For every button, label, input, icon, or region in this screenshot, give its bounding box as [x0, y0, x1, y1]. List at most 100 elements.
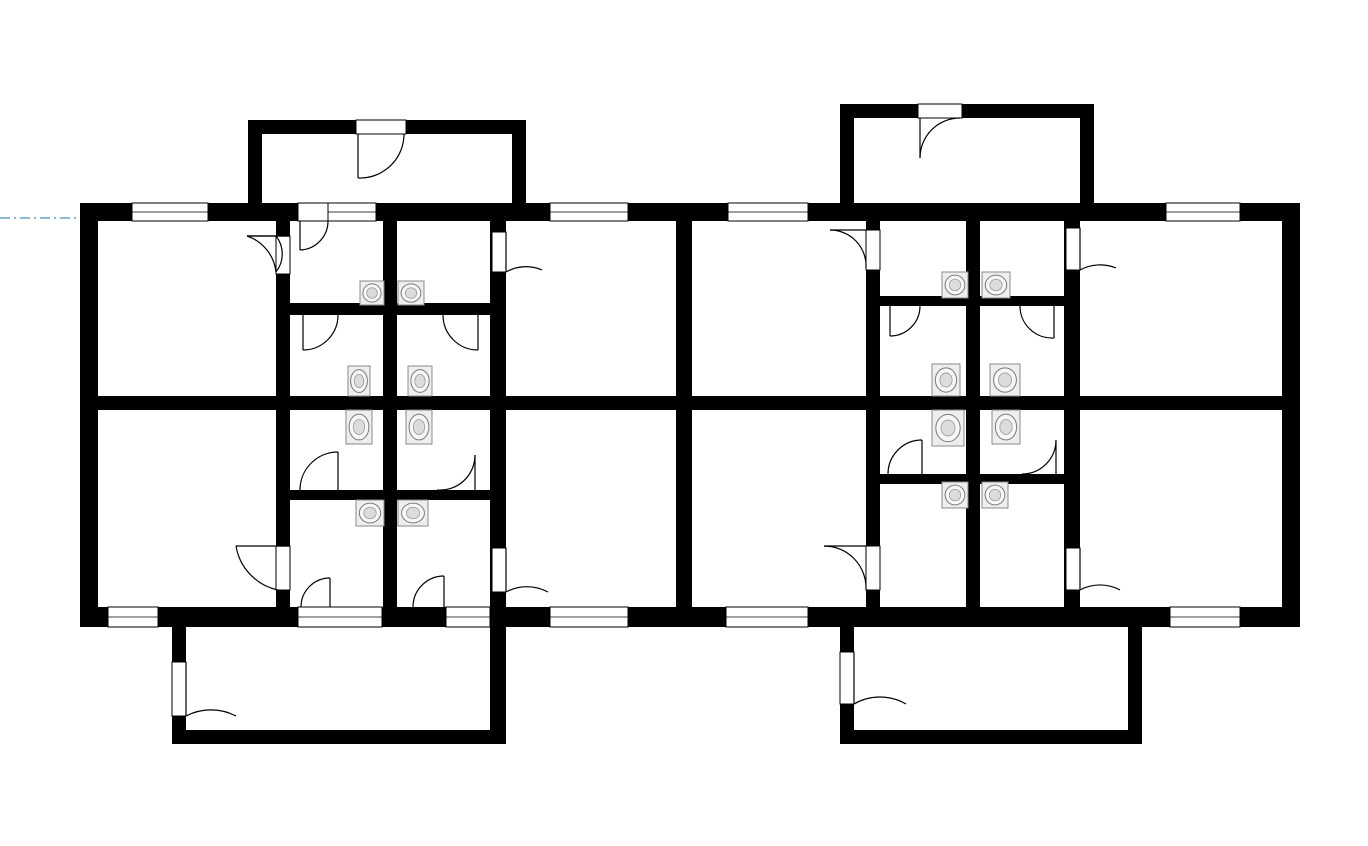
door-opening — [297, 202, 329, 222]
wall-segment — [840, 730, 1142, 744]
door-arc — [412, 575, 445, 608]
toilet-icon — [405, 409, 433, 445]
toilet-seat — [414, 373, 426, 388]
toilet-seat — [948, 488, 962, 502]
door-swing-icon — [1065, 227, 1117, 271]
door-arc — [357, 133, 405, 179]
door-swing-icon — [275, 545, 291, 591]
door-opening — [1065, 227, 1081, 271]
wall-segment — [172, 730, 506, 744]
door-arc — [505, 586, 549, 593]
door-arc — [889, 305, 921, 337]
toilet-icon — [981, 481, 1009, 509]
door-arc — [853, 696, 907, 705]
toilet-seat — [353, 373, 365, 388]
wall-segment — [1080, 104, 1094, 220]
door-swing-icon — [889, 305, 921, 337]
door-swing-icon — [246, 235, 290, 273]
wall-segment — [676, 203, 692, 627]
door-swing-icon — [171, 661, 237, 717]
door-opening — [275, 545, 291, 591]
toilet-seat — [404, 287, 418, 299]
toilet-icon — [345, 409, 373, 445]
door-swing-icon — [917, 103, 963, 159]
door-swing-icon — [297, 202, 329, 251]
wall-segment — [840, 104, 1094, 118]
door-arc — [829, 229, 867, 269]
door-swing-icon — [491, 547, 549, 593]
toilet-icon — [359, 280, 385, 306]
door-opening — [355, 119, 407, 135]
wall-segment — [490, 620, 506, 744]
toilet-icon — [941, 481, 969, 509]
door-swing-icon — [302, 314, 339, 351]
toilet-icon — [931, 363, 961, 397]
door-arc — [299, 220, 329, 251]
wall-segment — [880, 296, 1064, 306]
door-arc — [246, 235, 277, 273]
fixtures — [345, 271, 1021, 527]
door-opening — [865, 545, 881, 591]
door-arc — [185, 709, 237, 717]
door-arc — [300, 577, 331, 608]
toilet-icon — [981, 271, 1011, 299]
door-arc — [823, 545, 867, 591]
wall-segment — [1282, 203, 1300, 627]
door-swing-icon — [1019, 305, 1055, 339]
door-swing-icon — [829, 229, 881, 271]
wall-segment — [276, 203, 290, 627]
door-arc — [919, 117, 961, 159]
toilet-seat — [939, 372, 953, 388]
toilet-icon — [397, 280, 425, 306]
toilet-icon — [355, 499, 385, 527]
wall-segment — [1128, 620, 1142, 744]
wall-segment — [490, 203, 506, 627]
wall-segment — [966, 203, 980, 627]
door-arc — [302, 314, 339, 351]
doors — [171, 103, 1121, 717]
toilet-seat — [352, 419, 366, 435]
door-swing-icon — [839, 651, 907, 705]
wall-segment — [383, 203, 397, 627]
door-opening — [1065, 547, 1081, 591]
door-arc — [436, 454, 476, 491]
toilet-icon — [931, 409, 965, 447]
door-arc — [1079, 584, 1121, 591]
toilet-icon — [991, 409, 1021, 445]
door-arc — [235, 545, 279, 591]
door-swing-icon — [300, 577, 331, 608]
door-arc — [299, 451, 339, 491]
door-swing-icon — [1021, 439, 1057, 475]
door-arc — [442, 314, 479, 351]
door-opening — [839, 651, 855, 705]
toilet-seat — [940, 419, 956, 437]
door-opening — [171, 661, 187, 717]
toilet-icon — [407, 365, 433, 397]
toilet-seat — [948, 278, 962, 292]
toilet-icon — [989, 363, 1021, 397]
door-swing-icon — [887, 439, 923, 475]
toilet-seat — [988, 488, 1002, 502]
door-swing-icon — [299, 451, 339, 491]
toilet-seat — [412, 419, 426, 435]
wall-segment — [880, 474, 1064, 484]
wall-segment — [840, 104, 854, 220]
door-arc — [1021, 439, 1057, 475]
wall-segment — [290, 303, 490, 315]
toilet-seat — [989, 278, 1003, 292]
door-swing-icon — [412, 575, 445, 608]
door-arc — [1019, 305, 1055, 339]
door-opening — [917, 103, 963, 119]
door-arc — [1079, 264, 1117, 271]
toilet-seat — [998, 372, 1013, 388]
door-swing-icon — [442, 314, 479, 351]
walls — [80, 104, 1300, 744]
door-arc — [887, 439, 923, 475]
toilet-icon — [941, 271, 969, 299]
wall-segment — [248, 120, 262, 220]
door-swing-icon — [1065, 547, 1121, 591]
wall-segment — [512, 120, 526, 220]
wall-segment — [290, 490, 490, 500]
toilet-seat — [366, 287, 378, 299]
